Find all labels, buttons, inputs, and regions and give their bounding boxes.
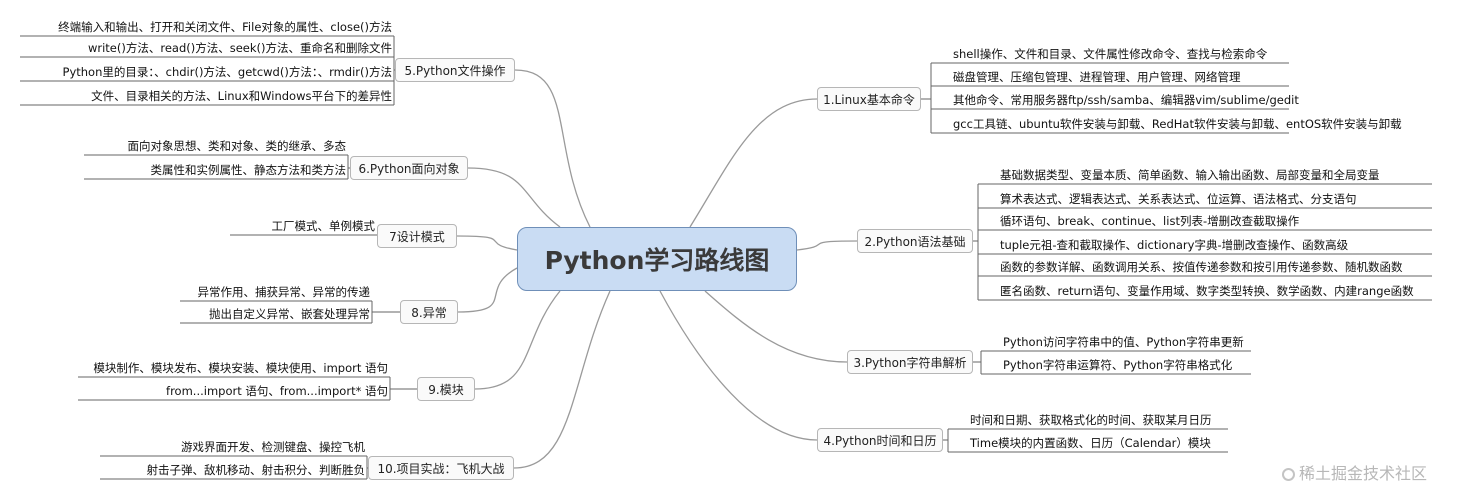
branch-design-patterns[interactable]: 7设计模式	[377, 224, 457, 248]
connector-center-r2	[704, 290, 848, 363]
leaf-file-io[interactable]: 终端输入和输出、打开和关闭文件、File对象的属性、close()方法	[58, 19, 392, 34]
leaf-syntax-params[interactable]: 函数的参数详解、函数调用关系、按值传递参数和按引用传递参数、随机数函数	[1000, 259, 1403, 274]
leaf-syntax-expressions[interactable]: 算术表达式、逻辑表达式、关系表达式、位运算、语法格式、分支语句	[1000, 191, 1357, 206]
leaf-syntax-types[interactable]: 基础数据类型、变量本质、简单函数、输入输出函数、局部变量和全局变量	[1000, 167, 1380, 182]
connector-center-l2	[456, 235, 518, 251]
branch-python-datetime[interactable]: 4.Python时间和日历	[817, 428, 943, 452]
watermark-text: 稀土掘金技术社区	[1299, 464, 1428, 483]
branch-linux-commands[interactable]: 1.Linux基本命令	[817, 87, 921, 111]
branch-modules[interactable]: 9.模块	[417, 377, 475, 401]
branch-python-file-ops[interactable]: 5.Python文件操作	[395, 58, 515, 82]
connector-center-l4	[474, 290, 561, 390]
leaf-syntax-loops[interactable]: 循环语句、break、continue、list列表-增删改查截取操作	[1000, 213, 1300, 228]
leaf-file-methods[interactable]: write()方法、read()方法、seek()方法、重命名和删除文件	[87, 40, 392, 55]
leaf-module-basics[interactable]: 模块制作、模块发布、模块安装、模块使用、import 语句	[93, 360, 388, 375]
leaf-game-ui[interactable]: 游戏界面开发、检测键盘、操控飞机	[181, 439, 365, 454]
connector-center-r0	[689, 98, 818, 228]
leaf-file-platform[interactable]: 文件、目录相关的方法、Linux和Windows平台下的差异性	[91, 88, 392, 103]
leaf-game-logic[interactable]: 射击子弹、敌机移动、射击积分、判断胜负	[146, 462, 366, 477]
leaf-datetime-format[interactable]: 时间和日期、获取格式化的时间、获取某月日历	[970, 412, 1212, 427]
connector-center-l1	[467, 167, 561, 228]
leaf-oop-concepts[interactable]: 面向对象思想、类和对象、类的继承、多态	[127, 138, 347, 153]
connector-center-r1	[796, 240, 858, 251]
leaf-syntax-lambda[interactable]: 匿名函数、return语句、变量作用域、数字类型转换、数学函数、内建range函…	[1000, 283, 1414, 298]
leaf-file-dirs[interactable]: Python里的目录：、chdir()方法、getcwd()方法：、rmdir(…	[62, 64, 392, 79]
branch-python-strings[interactable]: 3.Python字符串解析	[847, 350, 973, 374]
watermark-logo-icon	[1282, 468, 1295, 481]
leaf-oop-attributes[interactable]: 类属性和实例属性、静态方法和类方法	[150, 162, 347, 177]
central-topic[interactable]: Python学习路线图	[517, 227, 797, 291]
branch-python-syntax[interactable]: 2.Python语法基础	[857, 229, 973, 253]
leaf-linux-services[interactable]: 其他命令、常用服务器ftp/ssh/samba、编辑器vim/sublime/g…	[953, 92, 1299, 107]
leaf-linux-disk[interactable]: 磁盘管理、压缩包管理、进程管理、用户管理、网络管理	[953, 69, 1241, 84]
leaf-string-format[interactable]: Python字符串运算符、Python字符串格式化	[1003, 357, 1233, 372]
leaf-linux-shell[interactable]: shell操作、文件和目录、文件属性修改命令、查找与检索命令	[953, 46, 1268, 61]
branch-python-oop[interactable]: 6.Python面向对象	[350, 156, 468, 180]
branch-project-plane-game[interactable]: 10.项目实战：飞机大战	[368, 456, 514, 480]
leaf-module-import[interactable]: from...import 语句、from...import* 语句	[166, 383, 388, 398]
connector-center-l5	[513, 290, 611, 469]
connector-center-r3	[659, 290, 818, 441]
leaf-exception-basics[interactable]: 异常作用、捕获异常、异常的传递	[197, 284, 371, 299]
leaf-exception-custom[interactable]: 抛出自定义异常、嵌套处理异常	[209, 306, 370, 321]
watermark: 稀土掘金技术社区	[1282, 460, 1427, 484]
leaf-patterns[interactable]: 工厂模式、单例模式	[271, 218, 376, 233]
leaf-linux-gcc[interactable]: gcc工具链、ubuntu软件安装与卸载、RedHat软件安装与卸载、entOS…	[953, 116, 1402, 131]
connector-center-l3	[457, 267, 518, 313]
branch-exceptions[interactable]: 8.异常	[400, 300, 458, 324]
connector-center-l0	[514, 69, 591, 228]
leaf-datetime-calendar[interactable]: Time模块的内置函数、日历（Calendar）模块	[970, 435, 1211, 450]
leaf-syntax-tuple-dict[interactable]: tuple元祖-查和截取操作、dictionary字典-增删改查操作、函数高级	[1000, 237, 1349, 252]
leaf-string-access[interactable]: Python访问字符串中的值、Python字符串更新	[1003, 334, 1244, 349]
